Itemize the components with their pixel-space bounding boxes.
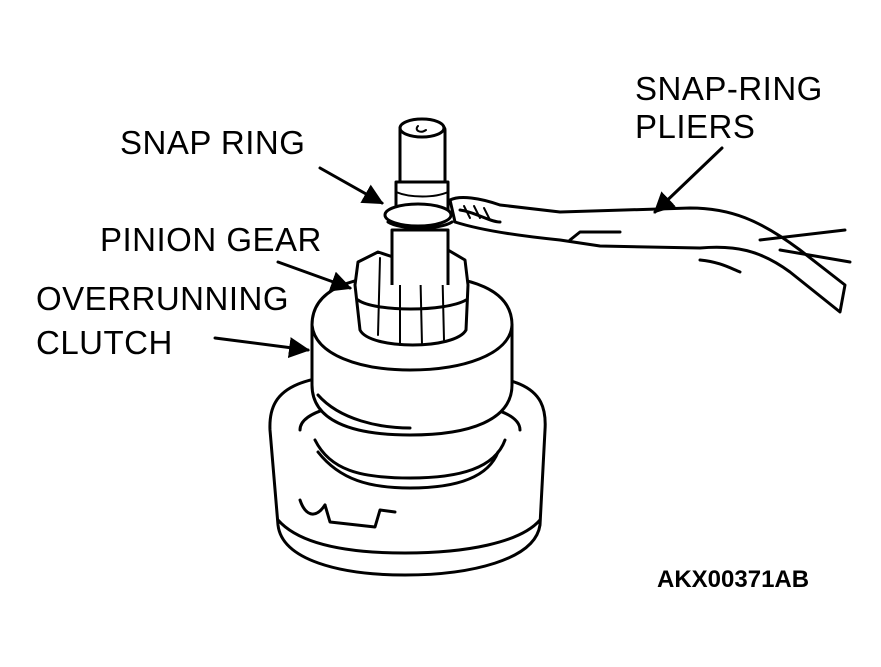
snap-ring-pliers-leader — [653, 146, 724, 214]
label-overrunning-clutch-line1: OVERRUNNING — [36, 280, 290, 317]
label-overrunning-clutch-line2: CLUTCH — [36, 324, 173, 361]
label-overrunning-clutch: OVERRUNNING CLUTCH — [36, 280, 289, 362]
figure-id: AKX00371AB — [657, 566, 810, 593]
label-snap-ring-pliers-line1: SNAP-RING — [635, 70, 823, 107]
label-pinion-gear: PINION GEAR — [100, 221, 322, 258]
overrunning-clutch-leader — [213, 336, 311, 358]
armature-shaft — [390, 117, 450, 285]
snap-ring-leader — [318, 166, 384, 205]
snap-ring-pliers-tool — [448, 196, 852, 314]
label-snap-ring-pliers: SNAP-RING PLIERS — [635, 70, 823, 146]
pinion-gear-leader — [276, 260, 352, 292]
label-snap-ring-pliers-line2: PLIERS — [635, 108, 756, 145]
snap-ring — [383, 202, 454, 230]
label-snap-ring: SNAP RING — [120, 124, 306, 161]
